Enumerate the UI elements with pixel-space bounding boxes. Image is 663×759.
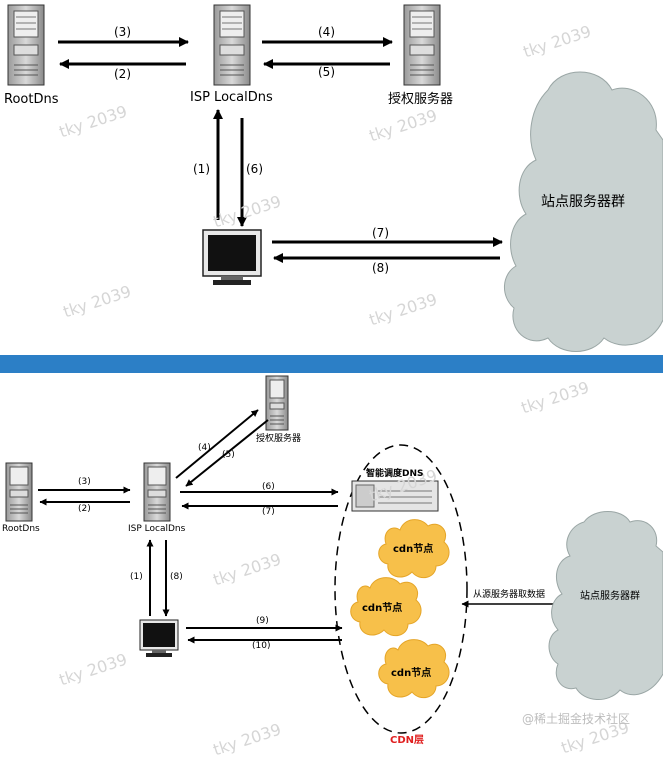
cloud-site-cluster: [504, 71, 663, 352]
node-label-root-dns: RootDns: [2, 524, 40, 534]
arrow-label: (6): [246, 162, 263, 176]
arrow-label: (1): [130, 572, 143, 582]
node-label-isp-local-dns: ISP LocalDns: [128, 524, 186, 534]
arrow-label: (5): [222, 450, 235, 460]
smart-dns-server-icon: [351, 480, 439, 512]
server-icon: [143, 462, 171, 522]
fetch-label: 从源服务器取数据: [473, 590, 546, 600]
server-icon: [403, 4, 441, 86]
arrow-label: (5): [318, 65, 335, 79]
node-label-auth-server: 授权服务器: [256, 434, 302, 444]
arrow-4: [175, 409, 259, 479]
cdn-node-cloud: [378, 519, 450, 579]
node-label-isp-local-dns: ISP LocalDns: [190, 90, 273, 105]
server-icon: [265, 375, 289, 431]
server-icon: [5, 462, 33, 522]
arrow-5: [185, 419, 269, 487]
arrow-label: (7): [262, 507, 275, 517]
arrow-label: (8): [372, 261, 389, 275]
server-icon: [7, 4, 45, 86]
arrow-label: (8): [170, 572, 183, 582]
arrow-label: (2): [78, 504, 91, 514]
arrow-label: (2): [114, 67, 131, 81]
node-label-auth-server: 授权服务器: [388, 92, 454, 107]
node-label-smart-dns: 智能调度DNS: [366, 469, 424, 479]
cloud-site-cluster: [548, 511, 663, 700]
arrow-label: (4): [318, 25, 335, 39]
arrow-label: (3): [114, 25, 131, 39]
cdn-node-label: cdn节点: [393, 544, 434, 555]
arrow-label: (9): [256, 616, 269, 626]
node-label-site-cluster: 站点服务器群: [541, 194, 625, 210]
section-divider: [0, 355, 663, 373]
footer-watermark: @稀土掘金技术社区: [522, 712, 631, 726]
monitor-icon: [139, 619, 179, 657]
cdn-layer-label: CDN层: [390, 735, 425, 746]
arrow-label: (1): [193, 162, 210, 176]
arrow-label: (3): [78, 477, 91, 487]
server-icon: [213, 4, 251, 86]
arrow-label: (7): [372, 226, 389, 240]
node-label-root-dns: RootDns: [4, 92, 59, 107]
arrow-label: (10): [252, 641, 271, 651]
node-label-site-cluster: 站点服务器群: [580, 591, 640, 602]
cdn-node-cloud: [350, 577, 422, 637]
arrow-label: (4): [198, 443, 211, 453]
cdn-layer-boundary: [334, 444, 468, 734]
cdn-node-label: cdn节点: [391, 668, 432, 679]
cdn-node-label: cdn节点: [362, 603, 403, 614]
arrow-label: (6): [262, 482, 275, 492]
monitor-icon: [202, 229, 262, 285]
cdn-node-cloud: [378, 639, 450, 699]
